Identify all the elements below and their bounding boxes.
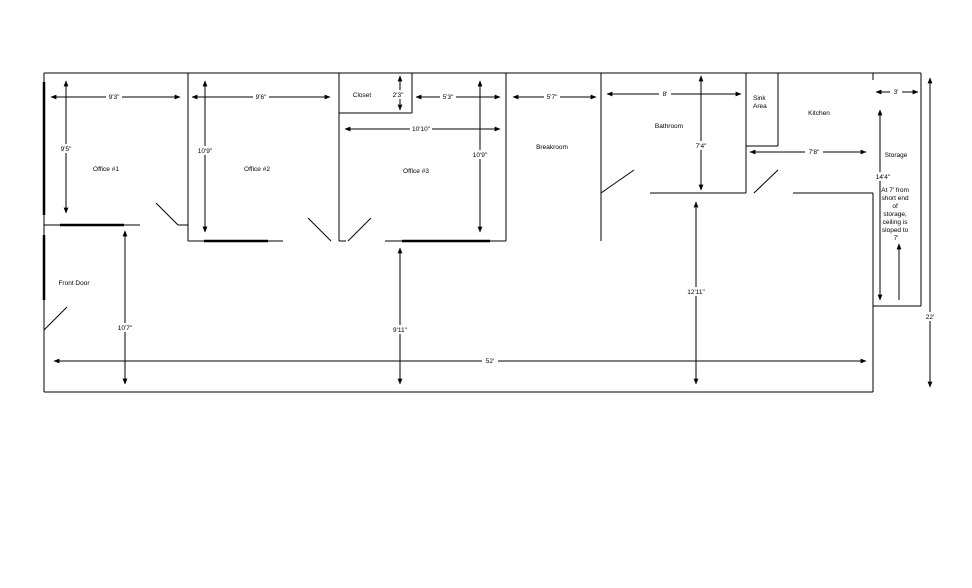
dim-closet-depth: 2'3" xyxy=(393,92,404,99)
dim-front-depth: 10'7" xyxy=(118,325,133,332)
kitchen-door-swing xyxy=(753,169,779,194)
room-label-sink-line2: Area xyxy=(753,103,767,110)
dim-bathroom-depth: 7'4" xyxy=(696,143,707,150)
room-label-closet: Closet xyxy=(353,92,372,99)
room-label-front-door: Front Door xyxy=(58,280,90,287)
storage-note-line: sloped to xyxy=(882,227,909,234)
office1-door-swing xyxy=(155,202,179,226)
storage-note-line: At 7' from xyxy=(881,187,909,194)
dimension-lines xyxy=(50,75,933,388)
dim-office3-upper-width: 5'3" xyxy=(443,94,454,101)
room-label-office1: Office #1 xyxy=(93,166,119,173)
room-label-office2: Office #2 xyxy=(244,166,270,173)
dim-hall-depth-right: 12'11" xyxy=(687,289,705,296)
dim-office2-depth: 10'9" xyxy=(198,148,213,155)
dim-total-length: 52' xyxy=(486,358,494,365)
front-door-swing xyxy=(43,306,68,331)
office3-door-left xyxy=(307,217,332,242)
room-labels: Office #1 Office #2 Office #3 Closet Bre… xyxy=(58,92,907,287)
room-label-kitchen: Kitchen xyxy=(808,110,830,117)
dim-total-depth: 22' xyxy=(926,314,934,321)
storage-note: At 7' from short end of storage, ceiling… xyxy=(881,187,910,242)
door-swings xyxy=(43,169,779,331)
dim-office3-depth: 10'9" xyxy=(473,152,488,159)
dim-office1-width: 9'3" xyxy=(109,94,120,101)
office3-door-right xyxy=(347,217,372,242)
storage-note-line: storage, xyxy=(883,211,907,218)
dim-office2-width: 9'6" xyxy=(256,94,267,101)
dim-office3-width: 10'10" xyxy=(412,126,431,133)
dimension-labels: 9'3" 9'5" 9'6" 10'9" 2'3" 5'3" 10'10" 10… xyxy=(59,87,938,365)
dim-storage-width: 3' xyxy=(894,89,899,96)
room-label-breakroom: Breakroom xyxy=(536,144,568,151)
storage-note-line: short end xyxy=(882,195,909,202)
dim-breakroom-width: 5'7" xyxy=(547,94,558,101)
dim-kitchen-width: 7'8" xyxy=(809,149,820,156)
room-label-bathroom: Bathroom xyxy=(655,123,683,130)
room-label-office3: Office #3 xyxy=(403,168,429,175)
room-label-storage: Storage xyxy=(885,152,908,159)
walls xyxy=(43,72,922,393)
dim-hall-depth-mid: 9'11" xyxy=(393,327,408,334)
windows xyxy=(42,82,490,300)
bathroom-door-swing xyxy=(600,169,635,194)
storage-note-line: of xyxy=(892,203,898,210)
dim-storage-depth: 14'4" xyxy=(876,174,891,181)
storage-note-line: 7' xyxy=(894,235,899,242)
room-label-sink-line1: Sink xyxy=(753,95,766,102)
storage-note-line: ceiling is xyxy=(883,219,909,226)
dim-office1-depth: 9'5" xyxy=(61,146,72,153)
dim-bathroom-width: 8' xyxy=(663,91,668,98)
